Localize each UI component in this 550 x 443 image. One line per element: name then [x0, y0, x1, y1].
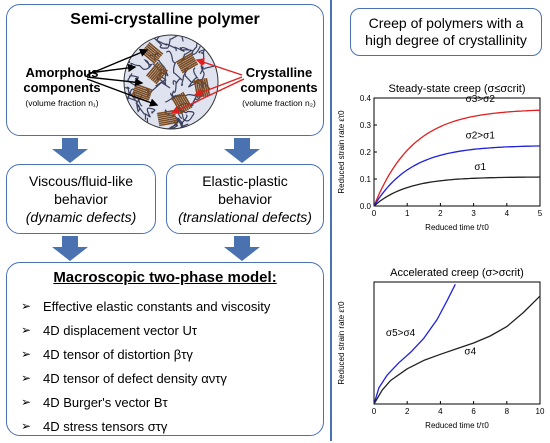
series-label: σ5>σ4 [386, 328, 416, 339]
series-label: σ2>σ1 [466, 130, 496, 141]
series-line [373, 284, 456, 405]
semi-crystalline-polymer-box: Semi-crystalline polymer Amorphous compo… [6, 4, 324, 136]
y-axis-label: Reduced strain rate ε̇τ0 [337, 301, 346, 385]
series-line [373, 295, 541, 405]
x-tick-label: 10 [536, 407, 545, 416]
x-tick-label: 4 [438, 407, 443, 416]
accelerated-creep-chart: Accelerated creep (σ>σcrit) Reduced time … [337, 267, 545, 430]
down-arrow-left-2 [52, 236, 88, 261]
x-tick-label: 4 [505, 209, 510, 218]
x-axis-label: Reduced time t/τ0 [425, 223, 489, 232]
x-tick-label: 0 [372, 209, 377, 218]
x-tick-label: 5 [538, 209, 543, 218]
amorphous-label: Amorphous components (volume fraction n₁… [23, 65, 101, 108]
viscous-line3: (dynamic defects) [25, 209, 137, 225]
y-tick-label: 0.1 [360, 175, 372, 184]
list-item: 4D displacement vector Uτ [15, 323, 270, 347]
viscous-behavior-box: Viscous/fluid-like behavior (dynamic def… [6, 164, 156, 234]
elastic-line3: (translational defects) [178, 209, 312, 225]
x-tick-label: 2 [438, 209, 443, 218]
elastic-line1: Elastic-plastic [202, 173, 288, 189]
chart-title: Accelerated creep (σ>σcrit) [390, 267, 524, 279]
x-axis-label: Reduced time t/τ0 [425, 421, 489, 430]
y-tick-label: 0.2 [360, 148, 372, 157]
list-item: 4D tensor of defect density αντγ [15, 371, 270, 395]
semi-crystalline-title: Semi-crystalline polymer [70, 11, 260, 28]
steady-state-creep-chart: Steady-state creep (σ≤σcrit) Reduced time… [337, 83, 543, 232]
list-item: 4D stress tensors στγ [15, 419, 270, 443]
viscous-line2: behavior [54, 191, 108, 207]
series-line [373, 176, 541, 207]
x-tick-label: 6 [471, 407, 476, 416]
down-arrow-left-1 [52, 138, 88, 163]
series-label: σ3>σ2 [466, 94, 496, 105]
x-tick-label: 0 [372, 407, 377, 416]
x-tick-label: 3 [471, 209, 476, 218]
x-tick-label: 2 [405, 407, 410, 416]
y-tick-label: 0.0 [360, 202, 372, 211]
model-title: Macroscopic two-phase model: [53, 269, 277, 286]
y-tick-label: 0.3 [360, 121, 372, 130]
two-phase-model-box: Macroscopic two-phase model: Effective e… [6, 262, 324, 436]
y-tick-label: 0.4 [360, 94, 372, 103]
pointer-arrows [86, 48, 245, 114]
elastic-plastic-box: Elastic-plastic behavior (translational … [166, 164, 324, 234]
model-list: Effective elastic constants and viscosit… [15, 299, 270, 443]
list-item: 4D tensor of distortion βτγ [15, 347, 270, 371]
series-label: σ4 [464, 347, 476, 358]
x-tick-label: 1 [405, 209, 410, 218]
series-line [373, 145, 541, 207]
creep-header: Creep of polymers with a high degree of … [365, 15, 527, 48]
down-arrow-right-2 [224, 236, 260, 261]
list-item: 4D Burger's vector Bτ [15, 395, 270, 419]
x-tick-label: 8 [505, 407, 510, 416]
list-item: Effective elastic constants and viscosit… [15, 299, 270, 323]
viscous-line1: Viscous/fluid-like [28, 173, 133, 189]
y-axis-label: Reduced strain rate ε̇τ0 [337, 110, 346, 194]
chart-title: Steady-state creep (σ≤σcrit) [389, 83, 526, 95]
series-label: σ1 [474, 162, 486, 173]
down-arrow-right-1 [224, 138, 260, 163]
plot-frame [373, 281, 541, 405]
elastic-line2: behavior [218, 191, 272, 207]
series-line [373, 109, 541, 207]
creep-header-box: Creep of polymers with a high degree of … [350, 8, 542, 56]
crystalline-label: Crystalline components (volume fraction … [240, 65, 318, 108]
vertical-divider [330, 0, 332, 441]
